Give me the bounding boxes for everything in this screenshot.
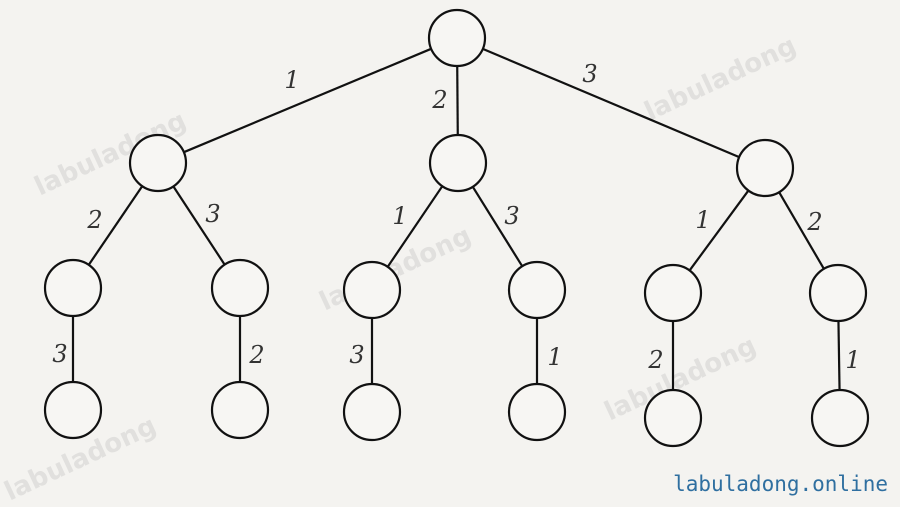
tree-edge: [386, 185, 444, 268]
tree-edge: [482, 47, 740, 159]
edge-label: 2: [248, 341, 264, 369]
tree-node: [643, 263, 703, 323]
tree-node: [210, 258, 270, 318]
tree-edge: [456, 65, 459, 136]
edge-label: 2: [806, 208, 822, 236]
tree-node: [808, 263, 868, 323]
tree-node: [43, 380, 103, 440]
tree-edge: [172, 185, 226, 266]
tree-edge: [471, 186, 524, 267]
edge-label: 3: [582, 60, 597, 88]
edge-label: 3: [52, 340, 67, 368]
tree-node: [735, 138, 795, 198]
tree-node: [128, 133, 188, 193]
edge-label: 2: [431, 86, 447, 114]
tree-node: [643, 388, 703, 448]
edge-label: 1: [695, 206, 710, 234]
edge-label: 2: [647, 346, 663, 374]
tree-edge: [688, 189, 750, 272]
edge-label: 1: [845, 346, 860, 374]
tree-edge: [183, 47, 432, 154]
edge-label: 2: [86, 206, 102, 234]
tree-node: [43, 258, 103, 318]
edge-label: 1: [547, 343, 562, 371]
tree-node: [342, 260, 402, 320]
edge-label: 3: [504, 202, 519, 230]
tree-node: [507, 382, 567, 442]
tree-node: [342, 382, 402, 442]
tree-node: [507, 260, 567, 320]
tree-edge: [778, 191, 825, 270]
tree-edge: [837, 320, 841, 391]
site-url: labuladong.online: [673, 472, 888, 496]
tree-node: [428, 133, 488, 193]
edge-label: 1: [392, 202, 407, 230]
tree-node: [810, 388, 870, 448]
root-node: [427, 8, 487, 68]
tree-node: [210, 380, 270, 440]
edge-label: 1: [284, 66, 299, 94]
tree-edge: [87, 185, 144, 266]
edge-label: 3: [349, 341, 364, 369]
edge-label: 3: [205, 200, 220, 228]
